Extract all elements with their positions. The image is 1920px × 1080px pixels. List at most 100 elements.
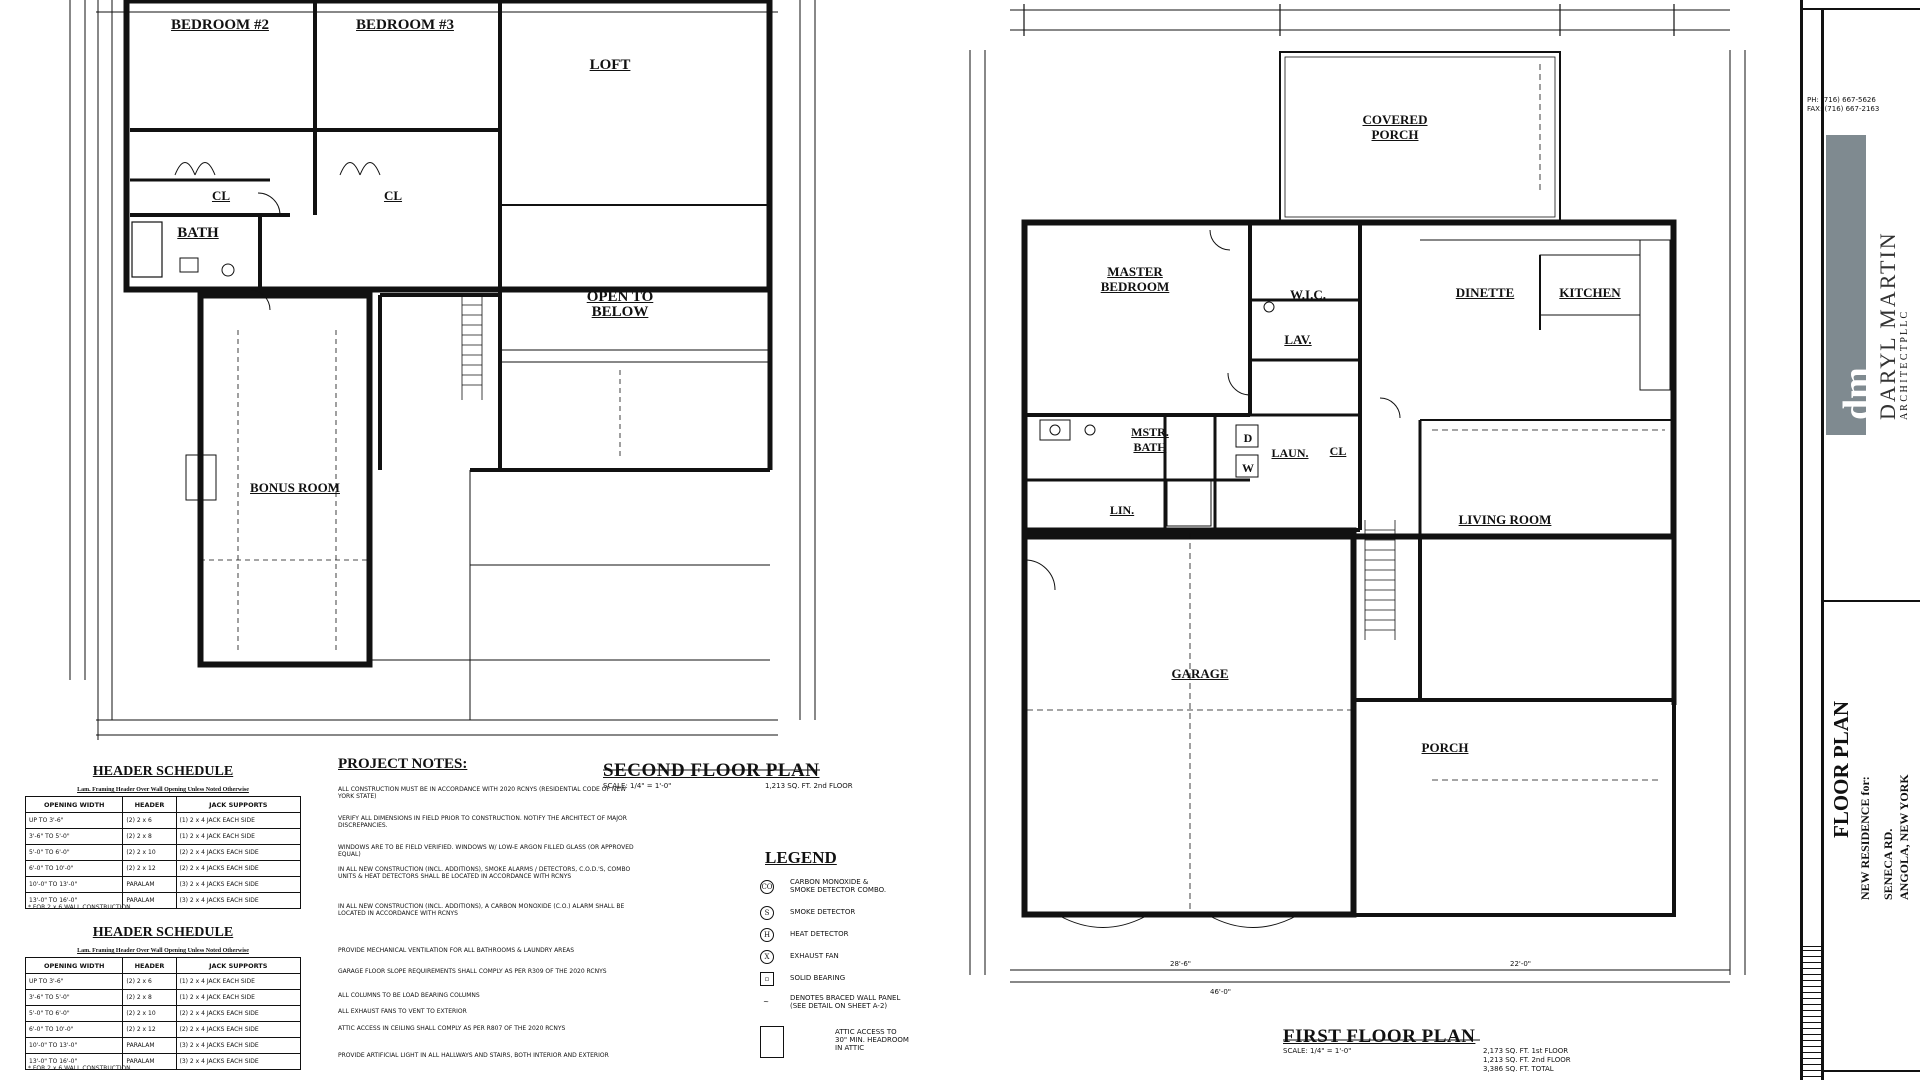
table-cell: 13'-0" TO 16'-0" <box>24 892 124 909</box>
table-cell: (2) 2 x 6 <box>122 812 177 829</box>
title-block-bottom-rule <box>1821 1070 1920 1072</box>
header-schedule-footnote-1: * FOR 2 x 6 WALL CONSTRUCTION <box>28 904 131 911</box>
room-covered-porch: COVERED PORCH <box>1362 112 1428 142</box>
table-cell: 10'-0" TO 13'-0" <box>24 1037 124 1054</box>
table-cell: (1) 2 x 4 JACK EACH SIDE <box>175 812 301 829</box>
room-living: LIVING ROOM <box>1458 512 1552 527</box>
table-cell: UP TO 3'-6" <box>24 973 124 990</box>
project-note-2: VERIFY ALL DIMENSIONS IN FIELD PRIOR TO … <box>338 815 627 829</box>
room-bonus: BONUS ROOM <box>250 480 340 495</box>
legend-item-exhaust: EXHAUST FAN <box>790 952 839 960</box>
first-floor-area-1: 2,173 SQ. FT. 1st FLOOR <box>1483 1047 1569 1055</box>
table-row: 10'-0" TO 13'-0"PARALAM(3) 2 x 4 JACKS E… <box>24 876 301 893</box>
table-cell: PARALAM <box>122 1053 177 1070</box>
project-address-2: ANGOLA, NEW YORK <box>1897 774 1911 900</box>
project-notes-title: PROJECT NOTES: <box>338 756 468 772</box>
plan-linework <box>69 0 1746 1041</box>
col-jack-supports: JACK SUPPORTS <box>175 796 301 813</box>
col-jack-supports-2: JACK SUPPORTS <box>175 957 301 974</box>
legend-item-braced: DENOTES BRACED WALL PANEL (SEE DETAIL ON… <box>790 994 901 1010</box>
table-cell: (2) 2 x 10 <box>122 1005 177 1022</box>
table-row: 13'-0" TO 16'-0"PARALAM(3) 2 x 4 JACKS E… <box>24 892 301 909</box>
project-note-7: GARAGE FLOOR SLOPE REQUIREMENTS SHALL CO… <box>338 968 607 975</box>
table-cell: 5'-0" TO 6'-0" <box>24 1005 124 1022</box>
table-cell: 13'-0" TO 16'-0" <box>24 1053 124 1070</box>
col-header-2: HEADER <box>122 957 177 974</box>
header-schedule-subtitle-1: Lam. Framing Header Over Wall Opening Un… <box>77 787 249 793</box>
legend-item-heat: HEAT DETECTOR <box>790 930 849 938</box>
project-note-8: ALL COLUMNS TO BE LOAD BEARING COLUMNS <box>338 992 480 999</box>
table-cell: (2) 2 x 8 <box>122 828 177 845</box>
title-block-mid-rule <box>1821 600 1920 602</box>
first-floor-area-3: 3,386 SQ. FT. TOTAL <box>1483 1065 1554 1073</box>
smoke-detector-icon: S <box>760 906 774 920</box>
heat-detector-icon: H <box>760 928 774 942</box>
firm-logo <box>1826 135 1866 435</box>
room-bedroom-2: BEDROOM #2 <box>171 17 269 33</box>
legend-item-bearing: SOLID BEARING <box>790 974 846 982</box>
project-note-3: WINDOWS ARE TO BE FIELD VERIFIED. WINDOW… <box>338 844 634 858</box>
table-cell: (2) 2 x 4 JACKS EACH SIDE <box>175 860 301 877</box>
firm-subtitle: A R C H I T E C T P L L C <box>1899 311 1910 420</box>
col-header: HEADER <box>122 796 177 813</box>
room-master-bedroom: MASTER BEDROOM <box>1100 264 1170 294</box>
room-wic: W.I.C. <box>1289 287 1326 302</box>
room-lav: LAV. <box>1284 332 1312 347</box>
table-cell: (2) 2 x 12 <box>122 860 177 877</box>
solid-bearing-icon: ▫ <box>760 972 774 986</box>
project-note-5: IN ALL NEW CONSTRUCTION (INCL. ADDITIONS… <box>338 903 625 917</box>
table-row: 5'-0" TO 6'-0"(2) 2 x 10(2) 2 x 4 JACKS … <box>24 1005 301 1022</box>
table-cell: (2) 2 x 12 <box>122 1021 177 1038</box>
first-floor-dim-overall: 46'-0" <box>1210 988 1232 996</box>
table-row: 10'-0" TO 13'-0"PARALAM(3) 2 x 4 JACKS E… <box>24 1037 301 1054</box>
table-row: 6'-0" TO 10'-0"(2) 2 x 12(2) 2 x 4 JACKS… <box>24 1021 301 1038</box>
table-cell: (1) 2 x 4 JACK EACH SIDE <box>175 989 301 1006</box>
firm-logo-text: dm <box>1836 367 1878 420</box>
firm-phone: PH: (716) 667-5626 <box>1807 96 1876 104</box>
table-cell: 10'-0" TO 13'-0" <box>24 876 124 893</box>
table-cell: PARALAM <box>122 892 177 909</box>
table-cell: 3'-6" TO 5'-0" <box>24 828 124 845</box>
revision-block <box>1803 946 1821 1077</box>
legend-item-smoke: SMOKE DETECTOR <box>790 908 856 916</box>
room-bedroom-3: BEDROOM #3 <box>356 17 454 33</box>
table-cell: 6'-0" TO 10'-0" <box>24 1021 124 1038</box>
firm-fax: FAX: (716) 667-2163 <box>1807 105 1880 113</box>
col-opening-width-2: OPENING WIDTH <box>24 957 124 974</box>
room-closet: CL <box>1329 444 1347 458</box>
first-floor-dim-right: 22'-0" <box>1510 960 1532 968</box>
project-name: NEW RESIDENCE for: <box>1858 776 1872 900</box>
legend-item-attic: ATTIC ACCESS TO 30" MIN. HEADROOM IN ATT… <box>835 1028 909 1052</box>
table-row: 3'-6" TO 5'-0"(2) 2 x 8(1) 2 x 4 JACK EA… <box>24 828 301 845</box>
project-note-4: IN ALL NEW CONSTRUCTION (INCL. ADDITIONS… <box>338 866 631 880</box>
table-cell: 6'-0" TO 10'-0" <box>24 860 124 877</box>
table-cell: (3) 2 x 4 JACKS EACH SIDE <box>175 876 301 893</box>
table-cell: 3'-6" TO 5'-0" <box>24 989 124 1006</box>
second-floor-area: 1,213 SQ. FT. 2nd FLOOR <box>765 782 853 790</box>
table-cell: (2) 2 x 4 JACKS EACH SIDE <box>175 1021 301 1038</box>
project-note-6: PROVIDE MECHANICAL VENTILATION FOR ALL B… <box>338 947 575 954</box>
col-opening-width: OPENING WIDTH <box>24 796 124 813</box>
table-cell: (1) 2 x 4 JACK EACH SIDE <box>175 973 301 990</box>
title-block-top-rule <box>1803 0 1920 10</box>
room-laundry: LAUN. <box>1271 446 1309 460</box>
first-floor-area-2: 1,213 SQ. FT. 2nd FLOOR <box>1483 1056 1571 1064</box>
table-row: 13'-0" TO 16'-0"PARALAM(3) 2 x 4 JACKS E… <box>24 1053 301 1070</box>
closet-label-1: CL <box>211 188 231 203</box>
first-floor-title: FIRST FLOOR PLAN <box>1283 1026 1476 1047</box>
table-cell: 5'-0" TO 6'-0" <box>24 844 124 861</box>
header-schedule-title-1: HEADER SCHEDULE <box>92 764 234 779</box>
header-schedule-footnote-2: * FOR 2 x 6 WALL CONSTRUCTION <box>28 1065 131 1072</box>
table-cell: (2) 2 x 4 JACKS EACH SIDE <box>175 1005 301 1022</box>
room-kitchen: KITCHEN <box>1559 285 1621 300</box>
table-cell: (3) 2 x 4 JACKS EACH SIDE <box>175 1037 301 1054</box>
room-open-to-below: OPEN TO BELOW <box>586 289 654 320</box>
first-floor-scale: SCALE: 1/4" = 1'-0" <box>1283 1047 1352 1055</box>
project-note-9: ALL EXHAUST FANS TO VENT TO EXTERIOR <box>338 1008 467 1015</box>
room-master-bath: MSTR. BATH <box>1131 425 1169 454</box>
table-cell: (2) 2 x 10 <box>122 844 177 861</box>
table-row: 3'-6" TO 5'-0"(2) 2 x 8(1) 2 x 4 JACK EA… <box>24 989 301 1006</box>
room-loft: LOFT <box>589 57 631 73</box>
